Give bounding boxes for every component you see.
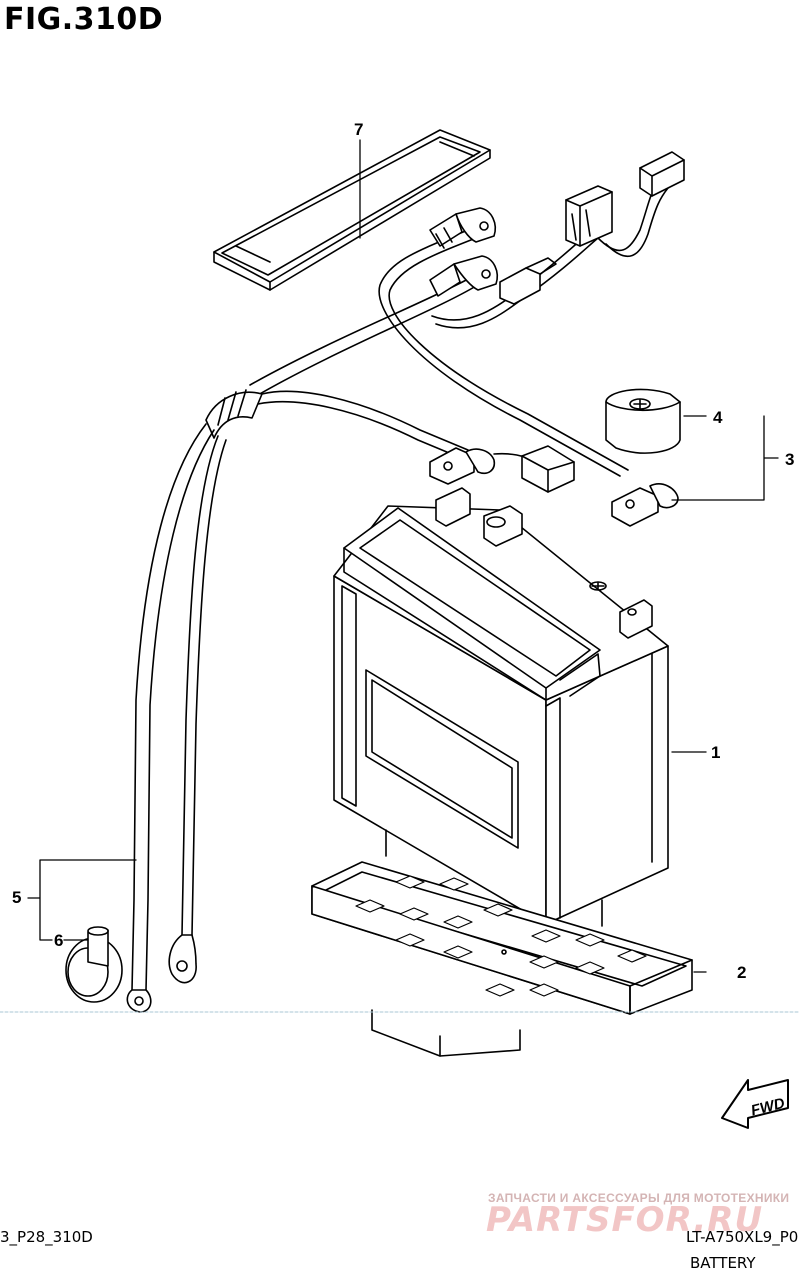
footer-model-code: LT-A750XL9_P0	[686, 1228, 799, 1246]
callout-5: 5	[12, 888, 22, 907]
fwd-arrow: FWD	[721, 1079, 789, 1129]
battery-tray	[311, 829, 693, 1057]
callout-1: 1	[711, 743, 721, 762]
ring-terminals-top	[429, 207, 498, 297]
callout-4: 4	[713, 408, 723, 427]
wiring-harness	[131, 179, 669, 991]
figure-title: FIG.310D	[4, 2, 164, 37]
footer-section-name: BATTERY	[690, 1254, 756, 1272]
callout-6: 6	[54, 931, 64, 950]
battery-terminals-leads	[429, 445, 679, 527]
watermark-tagline: ЗАПЧАСТИ И АКСЕССУАРЫ ДЛЯ МОТОТЕХНИКИ	[488, 1191, 790, 1205]
footer-left-code: 3_P28_310D	[0, 1228, 93, 1246]
leader-lines	[27, 139, 779, 973]
lower-ring-terminals	[126, 934, 197, 1013]
callout-2: 2	[737, 963, 747, 982]
callout-7: 7	[354, 120, 364, 139]
battery-strap	[213, 129, 491, 291]
terminal-cap	[605, 388, 681, 454]
battery	[333, 487, 669, 925]
watermark-brand: PARTSFOR.RU	[486, 1200, 764, 1240]
callout-3: 3	[785, 450, 795, 469]
rubber-cap	[65, 926, 123, 1003]
fuse-holder	[499, 151, 685, 305]
